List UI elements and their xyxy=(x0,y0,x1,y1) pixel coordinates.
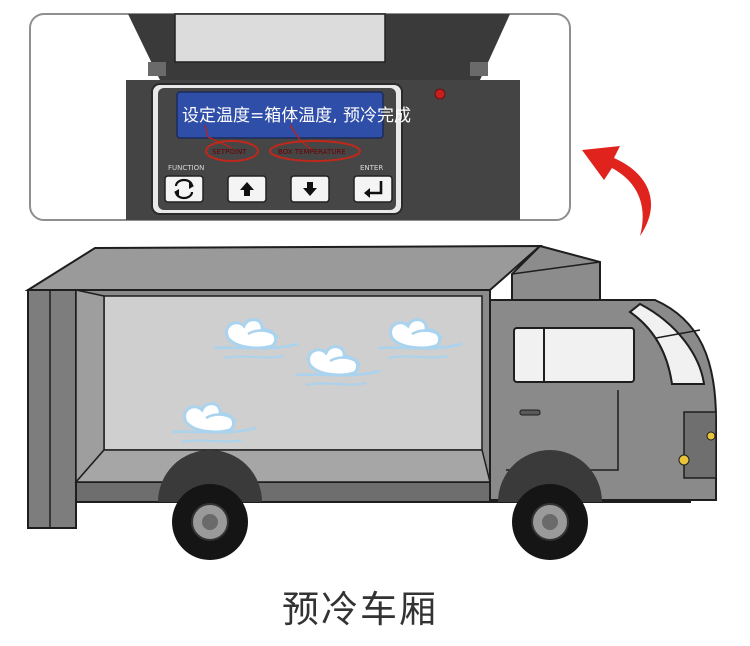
cargo-box-rear xyxy=(27,289,77,529)
enter-button[interactable] xyxy=(353,175,393,203)
up-arrow-icon xyxy=(240,182,254,196)
rear-wheel xyxy=(158,450,262,560)
setpoint-highlight-ring xyxy=(205,140,259,162)
headlight xyxy=(678,454,690,466)
down-arrow-icon xyxy=(303,182,317,196)
enter-icon xyxy=(369,181,383,195)
cab-windshield xyxy=(628,302,706,385)
controller-inset: 设定温度=箱体温度, 预冷完成 SETPOINT BOX TEMPERATURE… xyxy=(29,13,571,221)
function-button[interactable] xyxy=(164,175,204,203)
indicator-led xyxy=(434,88,446,100)
box-temperature-highlight-ring xyxy=(269,140,361,162)
function-label: FUNCTION xyxy=(168,164,204,172)
refrigerated-truck xyxy=(24,244,717,560)
door-handle xyxy=(519,409,541,416)
down-button[interactable] xyxy=(290,175,330,203)
enter-label: ENTER xyxy=(360,164,383,172)
box-temperature-label: BOX TEMPERATURE xyxy=(278,148,346,156)
caption: 预冷车厢 xyxy=(282,588,438,631)
cargo-interior xyxy=(103,295,483,451)
lid-window xyxy=(174,13,386,63)
up-button[interactable] xyxy=(227,175,267,203)
cargo-box-top xyxy=(24,244,543,291)
setpoint-label: SETPOINT xyxy=(212,148,247,156)
lcd-display-text: 设定温度=箱体温度, 预冷完成 xyxy=(182,106,411,126)
cab-side-window xyxy=(513,327,635,383)
lcd-screen xyxy=(176,91,384,139)
front-wheel xyxy=(498,450,602,560)
cycle-icon xyxy=(174,178,194,200)
red-curved-arrow xyxy=(582,146,652,236)
